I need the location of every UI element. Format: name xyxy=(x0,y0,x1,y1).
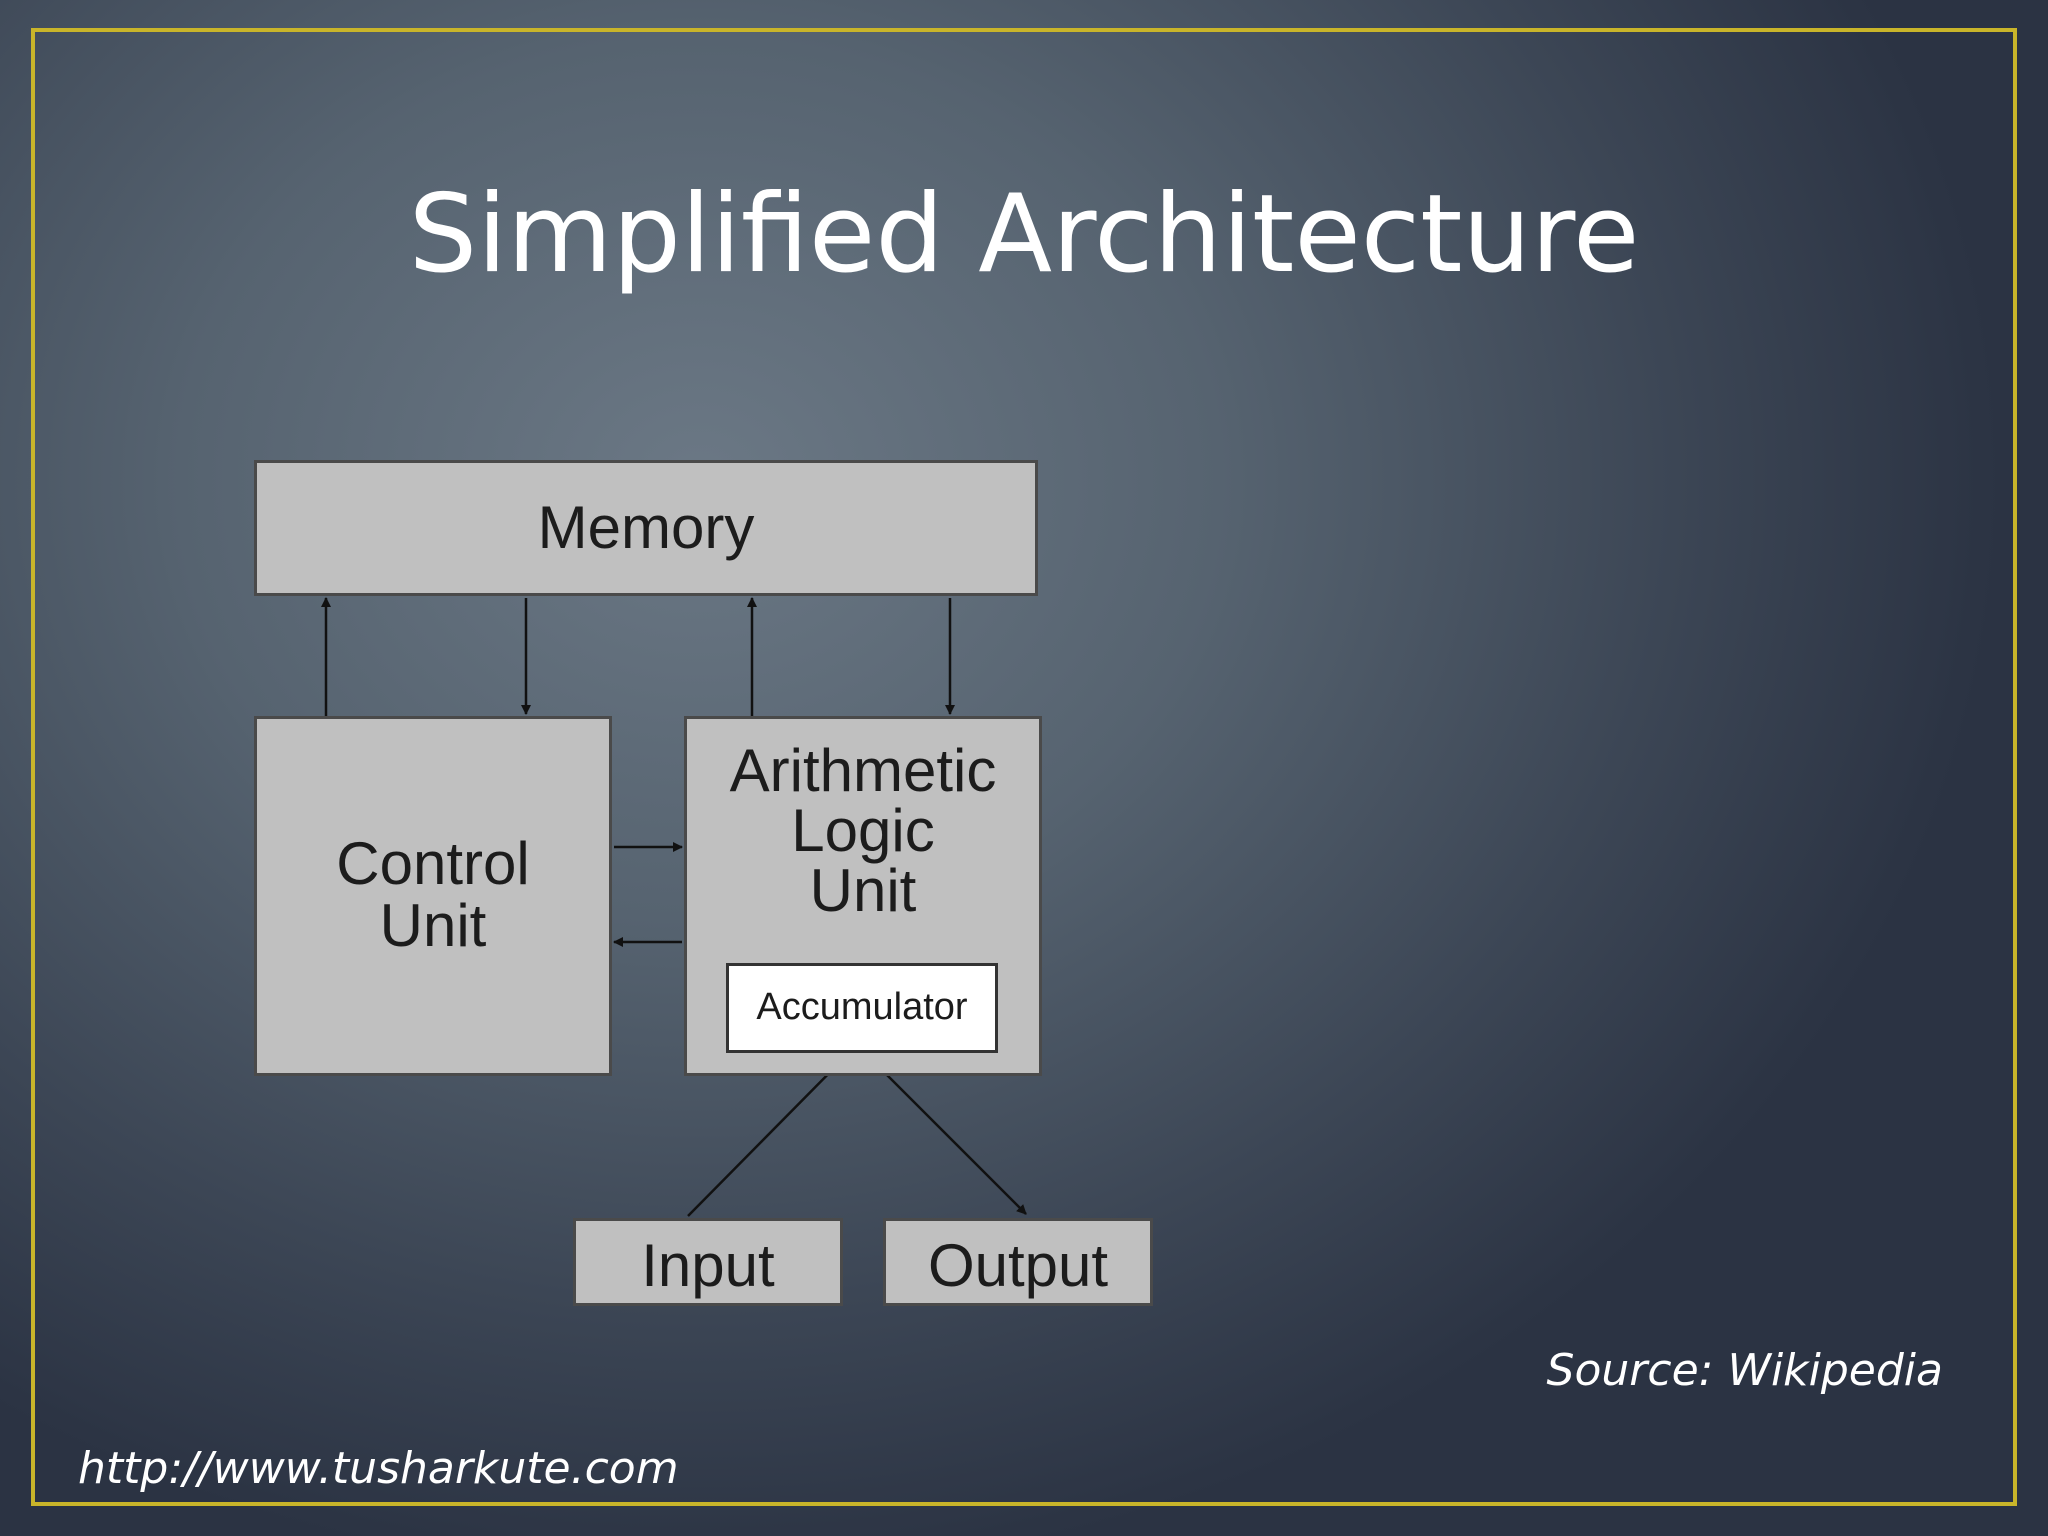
input-box: Input xyxy=(573,1218,843,1306)
memory-box: Memory xyxy=(254,460,1038,596)
slide-frame xyxy=(31,28,2017,1506)
control-unit-label-line1: Control xyxy=(336,830,530,897)
arrow-input-to-accumulator xyxy=(687,1055,847,1217)
alu-label-line1: Arithmetic xyxy=(729,737,997,804)
output-label: Output xyxy=(927,1232,1109,1299)
accumulator-box: Accumulator xyxy=(726,963,998,1053)
control-unit-label-line2: Unit xyxy=(379,892,487,959)
website-url: http://www.tusharkute.com xyxy=(78,1443,679,1494)
source-credit: Source: Wikipedia xyxy=(1546,1345,1943,1396)
accumulator-label: Accumulator xyxy=(756,986,968,1028)
input-label: Input xyxy=(641,1232,775,1299)
alu-label-line2: Logic xyxy=(791,797,935,864)
alu-label-line3: Unit xyxy=(809,857,917,924)
output-box: Output xyxy=(883,1218,1153,1306)
memory-label: Memory xyxy=(537,494,755,561)
control-unit-box: Control Unit xyxy=(254,716,612,1076)
slide-title: Simplified Architecture xyxy=(408,172,1640,297)
arrow-accumulator-to-output xyxy=(867,1055,1027,1215)
